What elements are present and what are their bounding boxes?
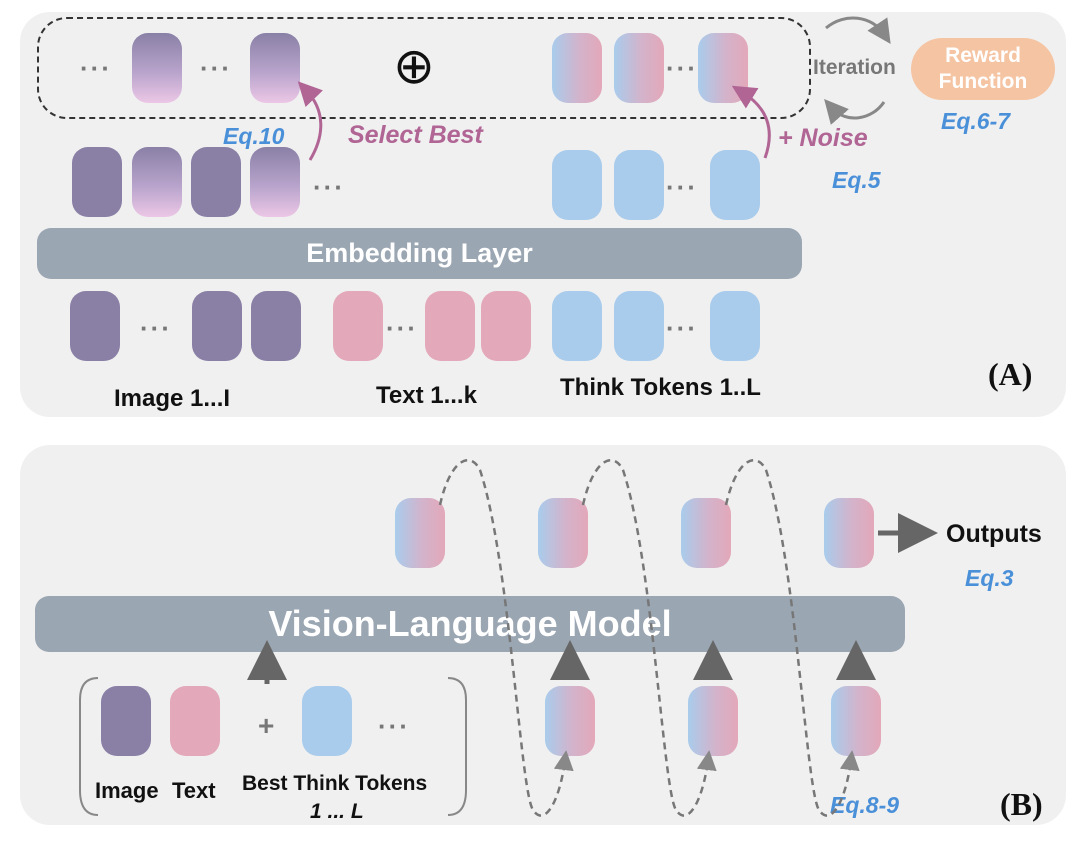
text-tokens-label: Text 1...k <box>376 382 477 409</box>
generated-token-input <box>688 686 738 756</box>
input-bracket <box>447 677 467 816</box>
vision-language-model: Vision-Language Model <box>35 596 905 652</box>
select-best-label: Select Best <box>348 121 483 149</box>
input-bracket <box>79 677 99 816</box>
image-embedding-token <box>72 147 122 217</box>
image-token <box>251 291 301 361</box>
think-tokens-label: Think Tokens 1..L <box>560 374 761 401</box>
selected-image-token <box>250 33 300 103</box>
think-embedding-token <box>552 150 602 220</box>
generated-token <box>538 498 588 568</box>
reward-function-label: Reward Function <box>938 44 1028 93</box>
iteration-arrow-top <box>825 16 891 44</box>
selected-image-token <box>132 33 182 103</box>
plus-sign: + <box>258 710 275 741</box>
embedding-layer: Embedding Layer <box>37 228 802 279</box>
generated-token-input <box>545 686 595 756</box>
think-embedding-token <box>614 150 664 220</box>
image-tokens-label: Image 1...I <box>114 385 231 412</box>
best-think-token <box>302 686 352 756</box>
autoregressive-loop <box>724 458 860 817</box>
ellipsis: ··· <box>386 313 418 343</box>
ellipsis: ··· <box>80 53 112 83</box>
ellipsis: ··· <box>200 53 232 83</box>
select-best-arrow <box>297 81 323 161</box>
image-token <box>70 291 120 361</box>
image-label: Image <box>95 778 159 803</box>
image-input-token <box>101 686 151 756</box>
plus-circle-icon: ⊕ <box>393 38 435 94</box>
eq-8-9: Eq.8-9 <box>830 792 900 818</box>
generated-token-input <box>831 686 881 756</box>
image-token <box>192 291 242 361</box>
image-embedding-token <box>191 147 241 217</box>
think-embedding-token <box>710 150 760 220</box>
text-token <box>425 291 475 361</box>
eq-3: Eq.3 <box>965 565 1014 591</box>
outputs-label: Outputs <box>946 520 1042 548</box>
think-token <box>710 291 760 361</box>
panel-a-tag: (A) <box>988 356 1033 392</box>
token-range-label: 1 ... L <box>310 800 364 823</box>
noise-label: + Noise <box>778 124 868 152</box>
ellipsis: ··· <box>666 53 698 83</box>
autoregressive-loop <box>438 458 574 817</box>
image-embedding-token <box>250 147 300 217</box>
text-label: Text <box>172 778 216 803</box>
iteration-label: Iteration <box>813 56 896 79</box>
generated-token <box>681 498 731 568</box>
image-embedding-token <box>132 147 182 217</box>
ellipsis: ··· <box>666 313 698 343</box>
noise-arrow <box>731 85 771 159</box>
ellipsis: ··· <box>666 172 698 202</box>
text-token <box>481 291 531 361</box>
generated-token <box>395 498 445 568</box>
noisy-think-token <box>552 33 602 103</box>
panel-b-tag: (B) <box>1000 786 1043 822</box>
ellipsis: ··· <box>140 313 172 343</box>
autoregressive-loop <box>581 458 717 817</box>
reward-function-box: Reward Function <box>911 38 1055 100</box>
noisy-think-token <box>614 33 664 103</box>
generated-token <box>824 498 874 568</box>
eq-10: Eq.10 <box>223 123 285 149</box>
iteration-arrow-bottom <box>824 98 886 125</box>
think-token <box>552 291 602 361</box>
ellipsis: ··· <box>313 172 345 202</box>
eq-6-7: Eq.6-7 <box>941 108 1011 134</box>
best-think-tokens-label: Best Think Tokens <box>242 772 428 795</box>
eq-5: Eq.5 <box>832 167 881 193</box>
dashed-candidate-box <box>37 17 811 119</box>
think-token <box>614 291 664 361</box>
text-token <box>333 291 383 361</box>
text-input-token <box>170 686 220 756</box>
ellipsis: ··· <box>378 711 410 741</box>
